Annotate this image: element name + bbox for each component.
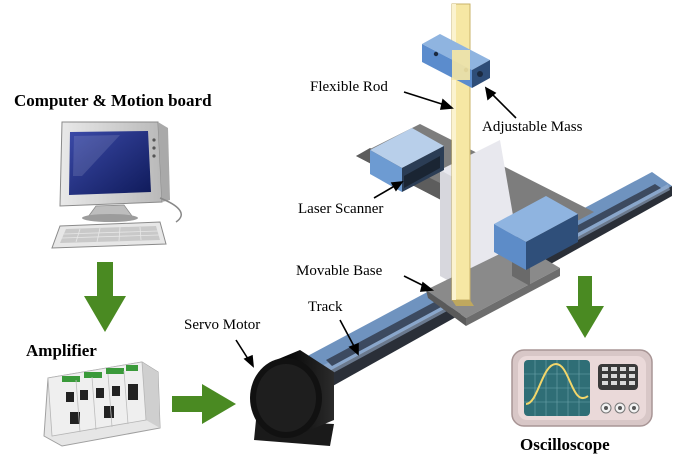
flow-arrow-computer-to-amplifier [84, 262, 126, 332]
label-pointers [235, 86, 517, 368]
label-track: Track [308, 299, 343, 315]
flow-arrow-to-oscilloscope [566, 276, 604, 338]
laser-scanner-right [494, 196, 578, 270]
label-servo-motor: Servo Motor [184, 317, 261, 333]
label-oscilloscope: Oscilloscope [520, 435, 610, 454]
flow-arrow-amplifier-to-motor [172, 384, 236, 424]
laser-scanner-icon [370, 128, 444, 192]
servo-motor-icon [250, 350, 334, 446]
label-adjustable-mass: Adjustable Mass [482, 119, 583, 135]
computer-icon [51, 121, 182, 249]
label-flexible-rod: Flexible Rod [310, 79, 388, 95]
amplifier-icon [43, 361, 161, 447]
label-movable-base: Movable Base [296, 263, 383, 279]
oscilloscope-icon [511, 349, 653, 427]
adjustable-mass-icon [422, 34, 490, 88]
label-laser-scanner: Laser Scanner [298, 201, 384, 217]
label-computer: Computer & Motion board [14, 91, 212, 110]
label-amplifier: Amplifier [26, 341, 97, 360]
